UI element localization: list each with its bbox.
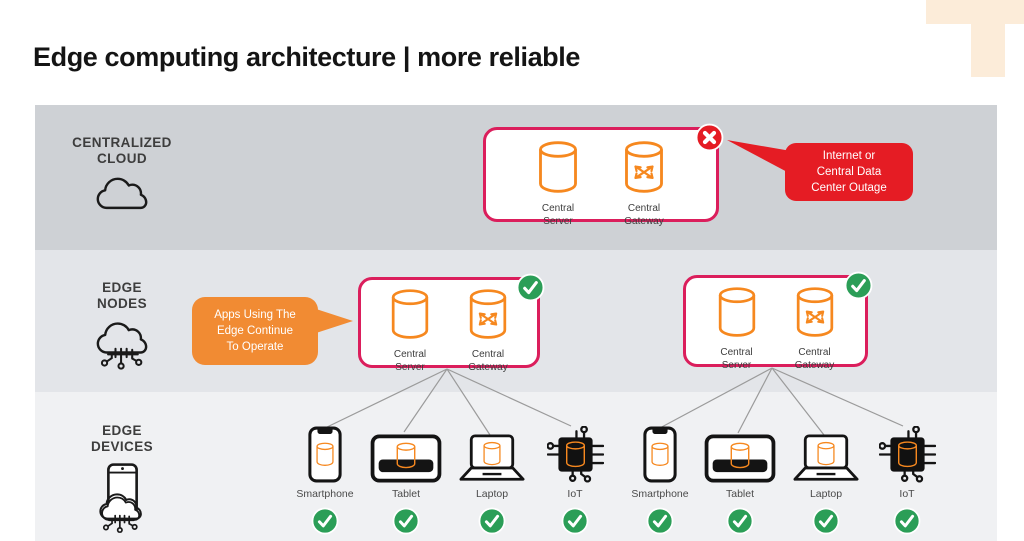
cloud-icon: [95, 175, 149, 211]
edge-nodes-label: EDGE NODES: [96, 280, 147, 312]
brand-t-logo-stem: [971, 24, 1005, 77]
central-gateway-label: Central Gateway: [624, 203, 664, 227]
device-label: Tablet: [391, 488, 421, 500]
device-label: IoT: [567, 488, 583, 500]
check-icon: [392, 507, 420, 535]
device-label: Laptop: [475, 488, 509, 500]
central-server-icon: [390, 289, 430, 340]
device-laptop: Laptop: [781, 425, 871, 535]
device-label: Smartphone: [631, 488, 689, 500]
tablet-icon: [370, 434, 442, 483]
device-label: Laptop: [809, 488, 843, 500]
central-gateway: Central Gateway: [623, 141, 665, 228]
check-icon: [726, 507, 754, 535]
iot-chip-icon: [879, 426, 936, 483]
check-icon: [646, 507, 674, 535]
edge-node-box-1: Central Server Central Gateway: [358, 277, 540, 373]
check-icon: [893, 507, 921, 535]
apps-callout: Apps Using The Edge Continue To Operate: [192, 297, 318, 365]
central-server-label: Central Server: [541, 203, 575, 227]
device-smartphone: Smartphone: [615, 425, 705, 535]
central-server-label: Central Server: [393, 349, 427, 373]
edge-cloud-icon: [95, 320, 149, 372]
central-server: Central Server: [537, 141, 579, 228]
central-gateway-label: Central Gateway: [794, 347, 835, 371]
central-gateway-icon: [468, 289, 508, 340]
central-gateway: Central Gateway: [795, 287, 835, 372]
check-icon: [516, 273, 545, 302]
device-tablet: Tablet: [361, 425, 451, 535]
device-tablet: Tablet: [695, 425, 785, 535]
centralized-cloud-label-block: CENTRALIZED CLOUD: [37, 135, 207, 211]
iot-chip-icon: [547, 426, 604, 483]
check-icon: [311, 507, 339, 535]
outage-callout: Internet or Central Data Center Outage: [785, 143, 913, 201]
central-server-label: Central Server: [720, 347, 753, 371]
central-cloud-box: Central Server Central Gateway: [483, 127, 719, 227]
device-smartphone: Smartphone: [280, 425, 370, 535]
architecture-diagram: CENTRALIZED CLOUD EDGE NODES EDGE DEVICE…: [35, 105, 997, 541]
edge-nodes-label-block: EDGE NODES: [37, 280, 207, 372]
device-iot: IoT: [530, 425, 620, 535]
device-label: IoT: [899, 488, 915, 500]
page-title: Edge computing architecture | more relia…: [33, 42, 580, 72]
phone-network-icon: [98, 463, 147, 533]
check-icon: [812, 507, 840, 535]
laptop-icon: [792, 434, 860, 483]
smartphone-icon: [643, 426, 677, 483]
central-server: Central Server: [717, 287, 757, 372]
centralized-cloud-label: CENTRALIZED CLOUD: [72, 135, 172, 167]
central-gateway-icon: [795, 287, 835, 338]
tablet-icon: [704, 434, 776, 483]
x-icon: [695, 123, 724, 152]
device-iot: IoT: [862, 425, 952, 535]
central-server: Central Server: [390, 289, 430, 374]
central-gateway-icon: [623, 141, 665, 194]
central-server-icon: [537, 141, 579, 194]
device-label: Tablet: [725, 488, 755, 500]
edge-node-box-2: Central Server Central Gateway: [683, 275, 868, 371]
device-label: Smartphone: [296, 488, 354, 500]
device-laptop: Laptop: [447, 425, 537, 535]
brand-t-logo: [926, 0, 1024, 24]
check-icon: [478, 507, 506, 535]
check-icon: [844, 271, 873, 300]
central-gateway: Central Gateway: [468, 289, 508, 374]
central-gateway-label: Central Gateway: [468, 349, 508, 373]
edge-devices-label: EDGE DEVICES: [90, 423, 154, 455]
check-icon: [561, 507, 589, 535]
laptop-icon: [458, 434, 526, 483]
edge-devices-label-block: EDGE DEVICES: [37, 423, 207, 533]
central-server-icon: [717, 287, 757, 338]
smartphone-icon: [308, 426, 342, 483]
